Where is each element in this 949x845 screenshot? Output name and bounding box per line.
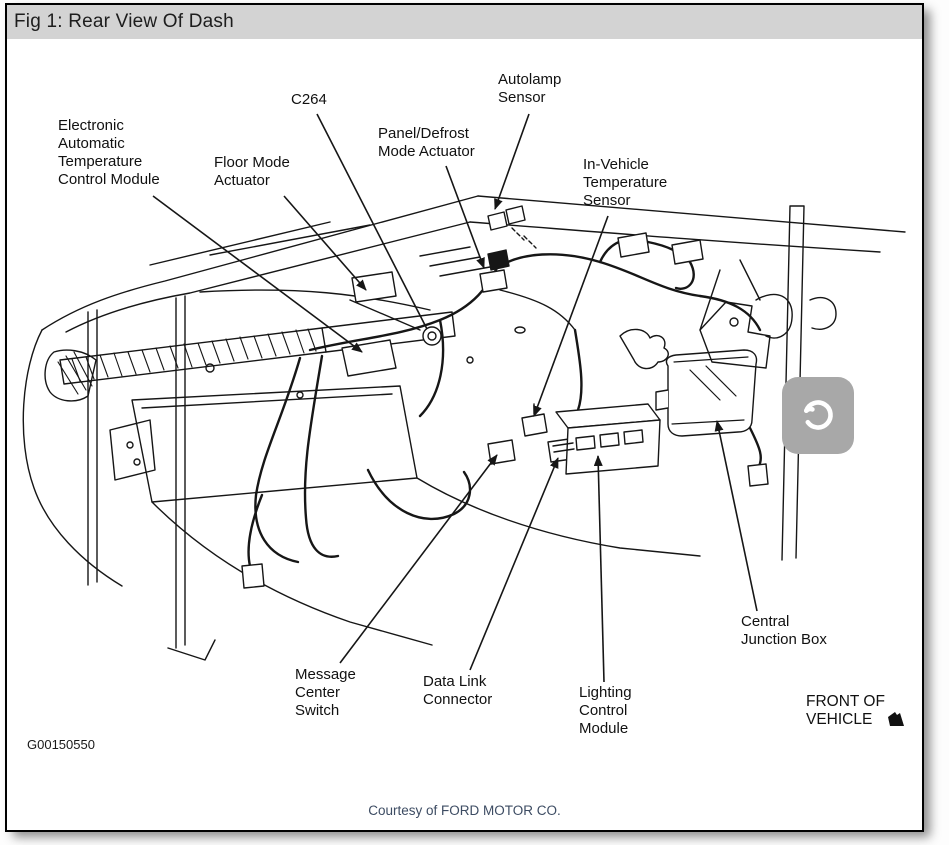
figure-title: Fig 1: Rear View Of Dash [14, 11, 234, 32]
label-autolamp-sensor: Autolamp Sensor [498, 71, 562, 106]
label-eatc-module: Electronic Automatic Temperature Control… [58, 117, 160, 188]
leader-lines [152, 113, 758, 683]
credit-line: Courtesy of FORD MOTOR CO. [368, 803, 561, 818]
label-message-center-switch: Message Center Switch [295, 666, 356, 719]
label-floor-mode-actuator: Floor Mode Actuator [214, 154, 290, 189]
front-of-vehicle-label: FRONT OF VEHICLE [806, 693, 885, 728]
diagram-area: Electronic Automatic Temperature Control… [7, 5, 922, 830]
label-c264: C264 [291, 91, 327, 108]
label-panel-defrost-mode-actuator: Panel/Defrost Mode Actuator [378, 125, 475, 160]
figure-id: G00150550 [27, 737, 95, 752]
reload-button[interactable] [782, 377, 854, 454]
label-in-vehicle-temperature-sensor: In-Vehicle Temperature Sensor [583, 156, 668, 209]
arrow-down-right-icon [887, 712, 907, 734]
figure-panel: Fig 1: Rear View Of Dash [5, 3, 924, 832]
reload-spinner-icon [794, 390, 842, 441]
header-bar: Fig 1: Rear View Of Dash [7, 5, 922, 39]
label-lighting-control-module: Lighting Control Module [579, 684, 632, 737]
label-central-junction-box: Central Junction Box [741, 613, 827, 648]
dash-wiring-line-art [22, 113, 906, 683]
label-data-link-connector: Data Link Connector [423, 673, 493, 708]
